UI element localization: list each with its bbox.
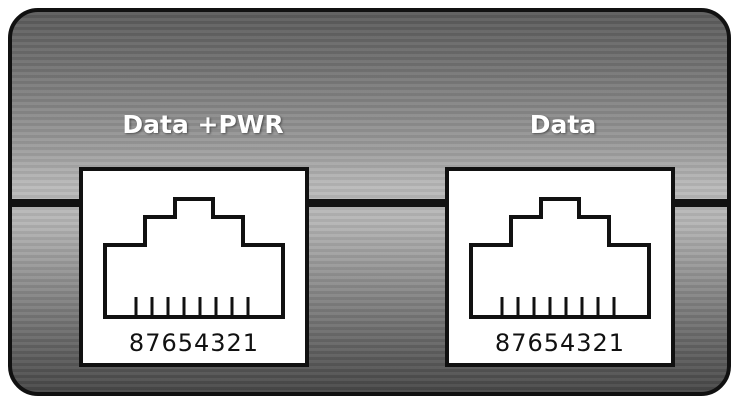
rj45-jack-icon — [103, 197, 285, 319]
rj45-jack-icon — [469, 197, 651, 319]
panel-seam — [12, 199, 727, 207]
port-label-data: Data — [529, 110, 597, 139]
pin-numbers: 87654321 — [494, 329, 626, 357]
port-label-data-pwr: Data +PWR — [122, 110, 284, 139]
ethernet-port-data-pwr: 87654321 — [79, 167, 309, 367]
ethernet-port-data: 87654321 — [445, 167, 675, 367]
pin-numbers: 87654321 — [128, 329, 260, 357]
